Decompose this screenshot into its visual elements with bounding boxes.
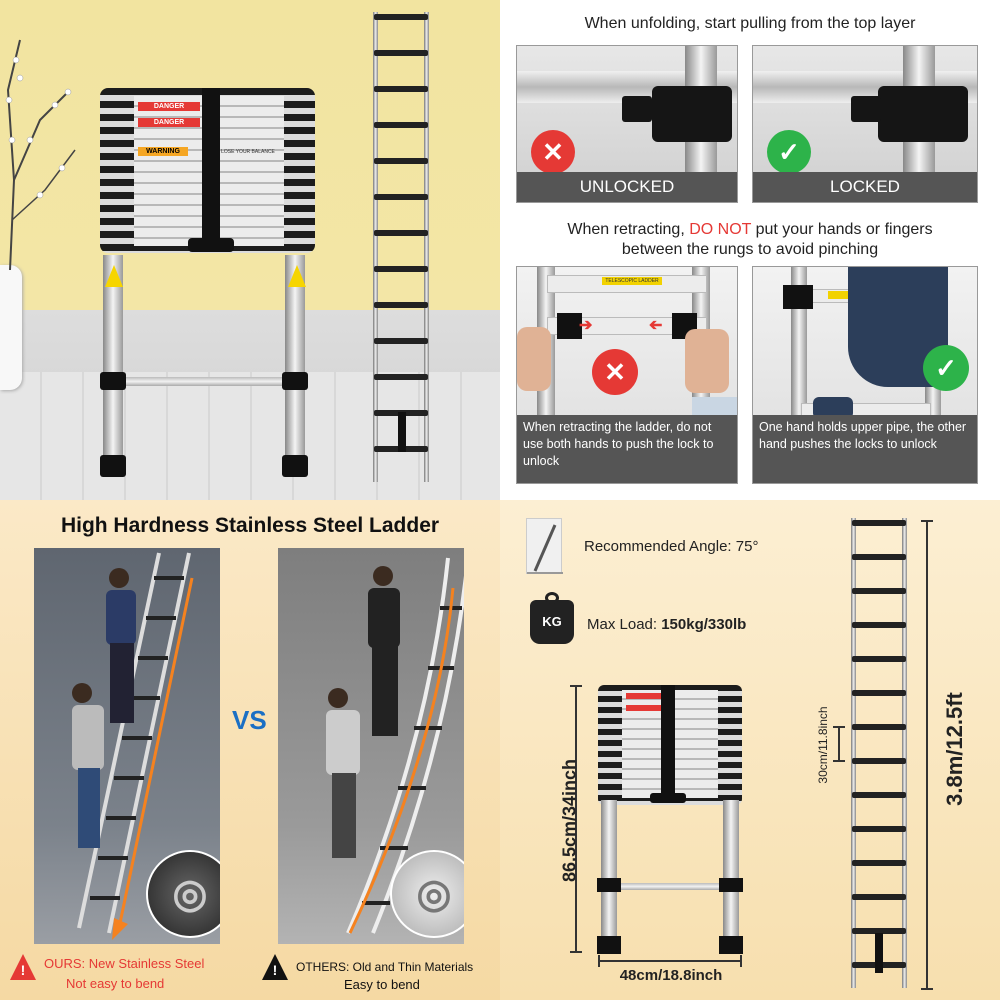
wrong-caption: When retracting the ladder, do not use b…	[517, 415, 737, 483]
ladder-sticker: TELESCOPIC LADDER	[602, 277, 662, 285]
checkmark-icon: ✓	[767, 130, 811, 174]
foot-cap	[100, 455, 126, 477]
arrow-left-icon: ➔	[649, 317, 663, 334]
bottom-rung	[120, 377, 290, 386]
load-label: Max Load: 150kg/330lb	[587, 616, 747, 633]
extended-height-line	[926, 520, 928, 990]
vs-label: VS	[232, 705, 267, 735]
locked-photo: ✓ LOCKED	[752, 45, 978, 203]
steel-tube-closeup: ◎	[146, 850, 220, 938]
danger-sticker: DANGER	[138, 118, 200, 127]
ours-caption-2: Not easy to bend	[66, 976, 165, 991]
floor	[0, 372, 500, 500]
warning-sticker: WARNING	[138, 147, 188, 156]
extended-ladder-spec	[848, 518, 910, 988]
extended-ladder	[368, 12, 434, 487]
width-dimension-line	[598, 960, 742, 962]
angle-label: Recommended Angle: 75°	[584, 538, 759, 555]
others-caption-2: Easy to bend	[344, 977, 420, 992]
unlocked-photo: ✕ UNLOCKED	[516, 45, 738, 203]
branch-decoration	[5, 39, 76, 271]
others-caption: OTHERS: Old and Thin Materials	[296, 960, 474, 974]
extended-height-label: 3.8m/12.5ft	[942, 692, 967, 806]
foot-cap	[282, 455, 308, 477]
ladder-leg-right	[285, 255, 305, 475]
folded-ladder: DANGER DANGER WARNING LOSE YOUR BALANCE	[100, 88, 315, 258]
arrow-right-icon: ➔	[579, 317, 593, 334]
angle-icon	[526, 518, 563, 574]
vase	[0, 265, 22, 390]
instructions-panel: When unfolding, start pulling from the t…	[500, 0, 1000, 500]
ours-photo: ◎	[34, 548, 220, 944]
others-photo: ◎	[278, 548, 464, 944]
comparison-title: High Hardness Stainless Steel Ladder	[60, 514, 440, 537]
hand	[517, 327, 551, 391]
unlocked-label: UNLOCKED	[517, 172, 737, 202]
folded-height-label: 86.5cm/34inch	[559, 758, 580, 883]
product-photo-panel: DANGER DANGER WARNING LOSE YOUR BALANCE	[0, 0, 500, 500]
rung-spacing-line	[838, 726, 840, 762]
ladder-leg-left	[103, 255, 123, 475]
width-label: 48cm/18.8inch	[619, 967, 723, 984]
checkmark-icon: ✓	[923, 345, 969, 391]
retract-title: When retracting, DO NOT put your hands o…	[567, 221, 933, 258]
height-dimension-line	[575, 685, 577, 953]
thin-tube-closeup: ◎	[390, 850, 464, 938]
locked-label: LOCKED	[753, 172, 977, 202]
hand	[685, 329, 729, 393]
cross-icon: ✕	[592, 349, 638, 395]
right-caption: One hand holds upper pipe, the other han…	[753, 415, 977, 483]
rung-spacing-label: 30cm/11.8inch	[816, 706, 830, 784]
warning-sticker-sub: LOSE YOUR BALANCE	[221, 149, 275, 155]
danger-sticker: DANGER	[138, 102, 200, 111]
ours-caption: OURS: New Stainless Steel	[44, 956, 205, 971]
cross-icon: ✕	[531, 130, 575, 174]
weight-icon: KG	[530, 592, 574, 644]
unfold-title: When unfolding, start pulling from the t…	[584, 15, 916, 32]
comparison-panel: High Hardness Stainless Steel Ladder	[0, 500, 500, 1000]
right-retract-photo: ✓ One hand holds upper pipe, the other h…	[752, 266, 978, 484]
wrong-retract-photo: TELESCOPIC LADDER ➔ ➔ ✕ When retracting …	[516, 266, 738, 484]
specs-panel: Recommended Angle: 75° KG Max Load: 150k…	[500, 500, 1000, 1000]
